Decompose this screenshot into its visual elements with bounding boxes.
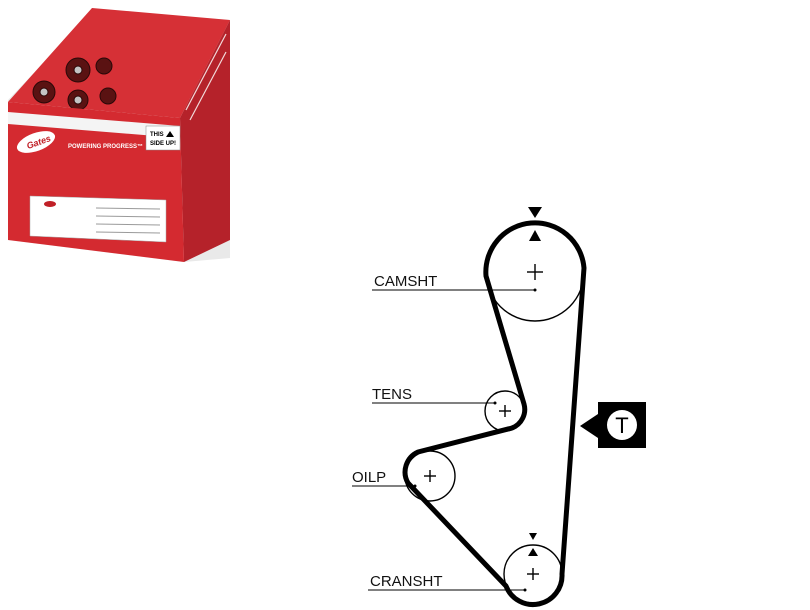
orientation-label-line2: SIDE UP!	[150, 141, 176, 147]
pulley-illustration	[32, 57, 117, 111]
timing-belt	[402, 220, 587, 608]
oil-pump-label: OILP	[352, 469, 386, 486]
camshaft-label: CAMSHT	[374, 273, 437, 290]
box-top-face	[8, 8, 230, 118]
camshaft-timing-mark-outer	[528, 207, 542, 218]
tension-marker: T	[580, 402, 646, 448]
gates-logo: Gates	[16, 131, 56, 153]
box-side-face	[180, 20, 230, 262]
tension-marker-letter: T	[615, 413, 628, 438]
product-box-image: Gates POWERING PROGRESS™ THIS SIDE UP!	[8, 8, 230, 262]
leader-lines	[352, 289, 535, 591]
orientation-label-line1: THIS	[150, 132, 164, 138]
box-slogan: POWERING PROGRESS™	[68, 143, 143, 150]
arrow-up-icon	[166, 131, 174, 137]
barcode-lines	[95, 207, 161, 234]
tensioner-label: TENS	[372, 386, 412, 403]
crankshaft-timing-mark-outer	[529, 533, 537, 540]
box-label-panel	[29, 195, 167, 243]
camshaft-timing-mark-inner	[529, 230, 541, 241]
crankshaft-label: CRANSHT	[370, 573, 443, 590]
crankshaft-timing-mark-inner	[528, 548, 538, 556]
pulley-centers	[424, 264, 543, 580]
